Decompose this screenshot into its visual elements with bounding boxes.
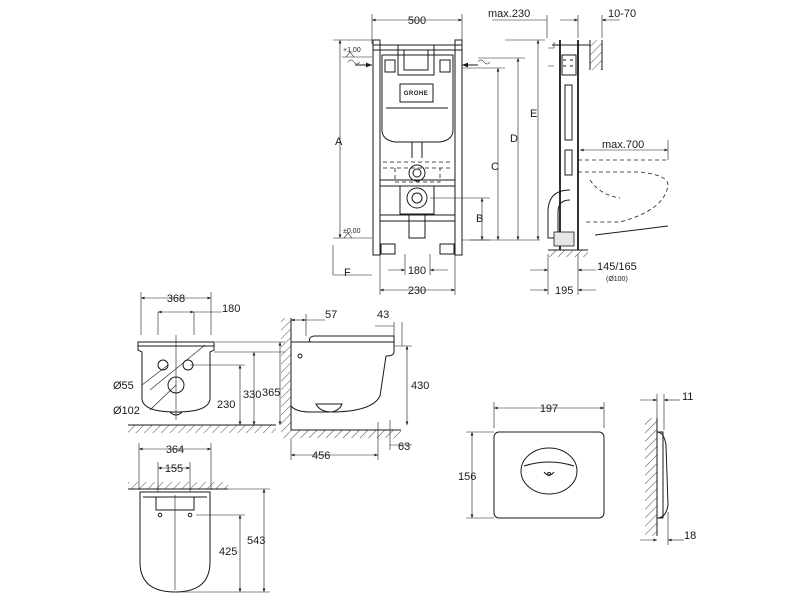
top-length-425-label: 425 xyxy=(219,546,237,558)
top-width-155-label: 155 xyxy=(165,463,183,475)
height-330-label: 330 xyxy=(243,389,261,401)
bottom-230-label: 230 xyxy=(408,285,426,297)
bottom-195-label: 195 xyxy=(555,285,573,297)
level-plus-label: +1,00 xyxy=(343,47,361,54)
top-width-364-label: 364 xyxy=(166,444,184,456)
dim-e-label: E xyxy=(530,108,537,120)
frame-left-post xyxy=(372,39,381,256)
dim-c-label: C xyxy=(491,161,499,173)
bowl-side-view: 57 43 430 456 63 xyxy=(281,309,429,462)
bowl-side-shape xyxy=(290,341,395,413)
diameter-55-label: Ø55 xyxy=(113,380,134,392)
plate-depth-bottom-label: 18 xyxy=(684,530,696,542)
flush-button xyxy=(520,447,578,495)
bowl-front-view: 368 180 Ø55 Ø102 230 330 365 xyxy=(113,292,285,433)
top-length-543-label: 543 xyxy=(247,535,265,547)
max-230-label: max.230 xyxy=(488,8,530,20)
pipe-size-label: 145/165 xyxy=(597,261,637,273)
width-500-label: 500 xyxy=(408,15,426,27)
level-zero-label: ±0,00 xyxy=(343,228,361,235)
plate-height-label: 156 xyxy=(458,471,476,483)
frame-side-view: 10-70 max.230 max.700 145/ xyxy=(488,8,669,297)
side-57-label: 57 xyxy=(325,309,337,321)
side-456-label: 456 xyxy=(312,450,330,462)
grohe-logo-plate xyxy=(399,83,434,103)
dim-b-label: B xyxy=(476,213,483,225)
side-43-label: 43 xyxy=(377,309,389,321)
height-230-label: 230 xyxy=(217,399,235,411)
dim-a-label: A xyxy=(335,136,343,148)
bowl-top-view: 364 155 425 543 xyxy=(128,443,270,593)
pipe-diameter-label: (Ø100) xyxy=(606,276,628,283)
bowl-width-368-label: 368 xyxy=(167,293,185,305)
frame-front-view: 500 GROHE xyxy=(332,14,545,297)
drain-connector xyxy=(406,187,428,209)
side-63-label: 63 xyxy=(398,441,410,453)
brand-logo: GROHE xyxy=(404,91,429,97)
bowl-width-180-label: 180 xyxy=(222,303,240,315)
cistern xyxy=(381,54,454,143)
bottom-180-label: 180 xyxy=(408,265,426,277)
flush-plate-side-view: 11 18 xyxy=(640,391,696,545)
height-365-label: 365 xyxy=(262,387,280,399)
projection-label: max.700 xyxy=(602,139,644,151)
dim-d-label: D xyxy=(510,133,518,145)
side-430-label: 430 xyxy=(411,380,429,392)
plate-depth-top-label: 11 xyxy=(682,391,693,403)
dim-f-label: F xyxy=(344,267,351,279)
frame-right-post xyxy=(454,39,463,256)
diameter-102-label: Ø102 xyxy=(113,405,140,417)
wall-range-label: 10-70 xyxy=(608,8,636,20)
plate-width-label: 197 xyxy=(540,403,558,415)
flush-plate-front-view: 197 156 xyxy=(458,402,605,519)
flush-outlet xyxy=(408,164,426,182)
